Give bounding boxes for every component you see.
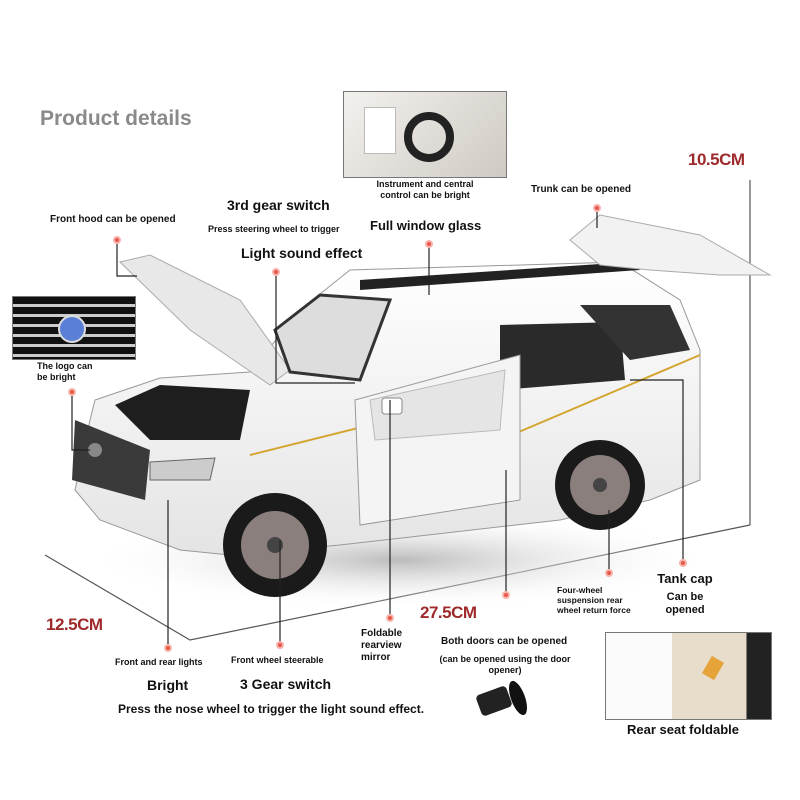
width-dimension: 12.5CM bbox=[46, 615, 103, 634]
rear-seat-label: Rear seat foldable bbox=[627, 722, 739, 737]
page-title: Product details bbox=[40, 107, 192, 130]
hotspot-dot bbox=[164, 644, 172, 652]
gear-switch-title: 3rd gear switch bbox=[227, 197, 330, 213]
nose-wheel-caption: Press the nose wheel to trigger the ligh… bbox=[118, 702, 425, 716]
window-label: Full window glass bbox=[370, 218, 482, 233]
car-model bbox=[72, 214, 772, 597]
gear-switch-label: 3 Gear switch bbox=[240, 676, 332, 692]
trunk-label: Trunk can be opened bbox=[531, 184, 632, 195]
hotspot-dot bbox=[502, 591, 510, 599]
doors-label: Both doors can be opened bbox=[441, 636, 568, 647]
screw-icon bbox=[476, 680, 528, 716]
hotspot-dot bbox=[68, 388, 76, 396]
height-dimension: 10.5CM bbox=[688, 150, 745, 169]
rear-seat-inset-image bbox=[605, 632, 772, 720]
gear-switch-subtitle: Press steering wheel to trigger bbox=[208, 224, 340, 234]
lights-label: Front and rear lights bbox=[115, 657, 203, 667]
hotspot-dot bbox=[276, 641, 284, 649]
light-sound-label: Light sound effect bbox=[241, 245, 363, 261]
interior-inset-image bbox=[343, 91, 507, 178]
hotspot-dot bbox=[386, 614, 394, 622]
logo-inset-image bbox=[12, 296, 136, 360]
hotspot-dot bbox=[272, 268, 280, 276]
hotspot-dot bbox=[679, 559, 687, 567]
hood-label: Front hood can be opened bbox=[50, 214, 176, 225]
hotspot-dot bbox=[113, 236, 121, 244]
hotspot-dot bbox=[605, 569, 613, 577]
lights-bright-label: Bright bbox=[147, 677, 189, 693]
length-dimension: 27.5CM bbox=[420, 603, 477, 622]
steer-label: Front wheel steerable bbox=[231, 655, 324, 665]
hotspot-dot bbox=[593, 204, 601, 212]
hotspot-dot bbox=[425, 240, 433, 248]
